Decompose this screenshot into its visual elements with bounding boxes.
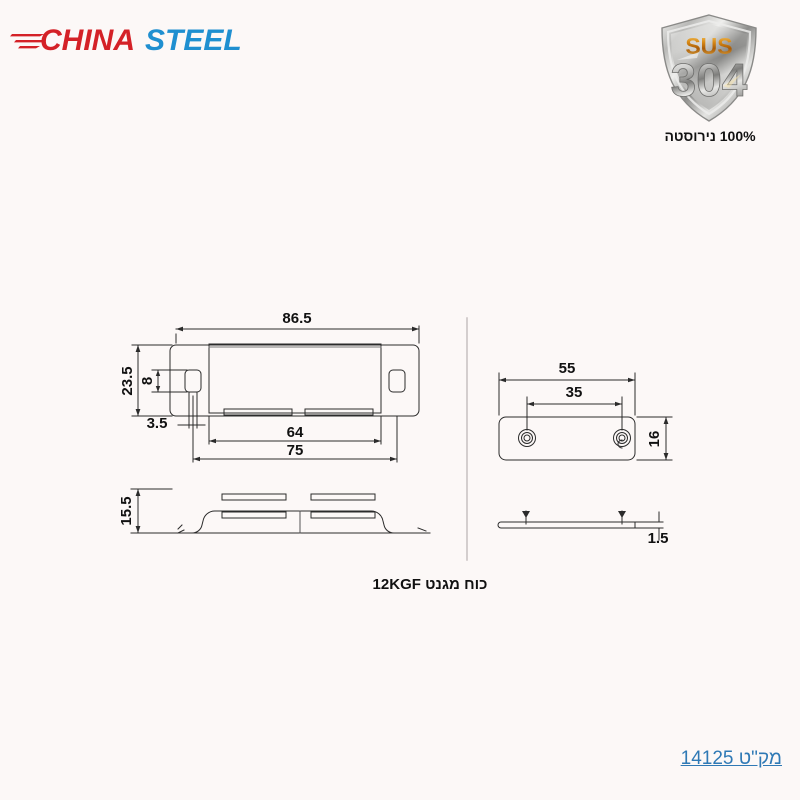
brand-logo: CHINA STEEL [10, 18, 250, 64]
badge-caption: 100% נירוסטה [664, 128, 756, 144]
plate-edge-outline [497, 521, 636, 529]
brand-wordmark: CHINA STEEL [40, 18, 242, 64]
dim-label-55: 55 [559, 360, 576, 377]
mounting-slot-left [184, 369, 202, 393]
dim-label-1-5: 1.5 [648, 530, 669, 547]
mounting-slot-right [388, 369, 406, 393]
brand-name-china: CHINA [40, 24, 135, 57]
dim-label-64: 64 [287, 424, 304, 441]
plate-hole-left-inner [523, 434, 531, 442]
magnet-strip-right [304, 408, 374, 416]
front-slot-1 [221, 493, 287, 501]
speed-lines-icon [10, 34, 46, 49]
magnet-strip-left [223, 408, 293, 416]
front-slot-2 [310, 493, 376, 501]
shield-icon: SUS 304 [653, 12, 765, 124]
front-slot-3 [221, 511, 287, 519]
dim-label-35: 35 [566, 384, 583, 401]
plate-hole-left-mid [521, 432, 533, 444]
front-slot-4 [310, 511, 376, 519]
dim-label-75: 75 [287, 442, 304, 459]
dim-label-15-5: 15.5 [118, 496, 135, 525]
dim-label-23-5: 23.5 [119, 366, 136, 395]
sus304-badge: SUS 304 100% נירוסטה [645, 12, 775, 152]
magnet-top-outline [169, 344, 420, 417]
dim-label-3-5: 3.5 [147, 415, 168, 432]
plate-hole-right-inner [618, 434, 626, 442]
plate-top-outline [498, 416, 636, 461]
dim-label-8: 8 [139, 377, 156, 385]
brand-name-steel: STEEL [145, 24, 242, 57]
magnet-housing-rect [208, 343, 382, 414]
sku-link[interactable]: מק"ט 14125 [680, 748, 782, 769]
dim-label-16: 16 [646, 431, 663, 448]
magnet-force-caption: כוח מגנט 12KGF [372, 576, 488, 593]
badge-grade-text: 304 [671, 54, 748, 106]
plate-hole-right-mid [616, 432, 628, 444]
magnet-front-outline [177, 510, 431, 534]
dim-label-86-5: 86.5 [282, 310, 311, 327]
